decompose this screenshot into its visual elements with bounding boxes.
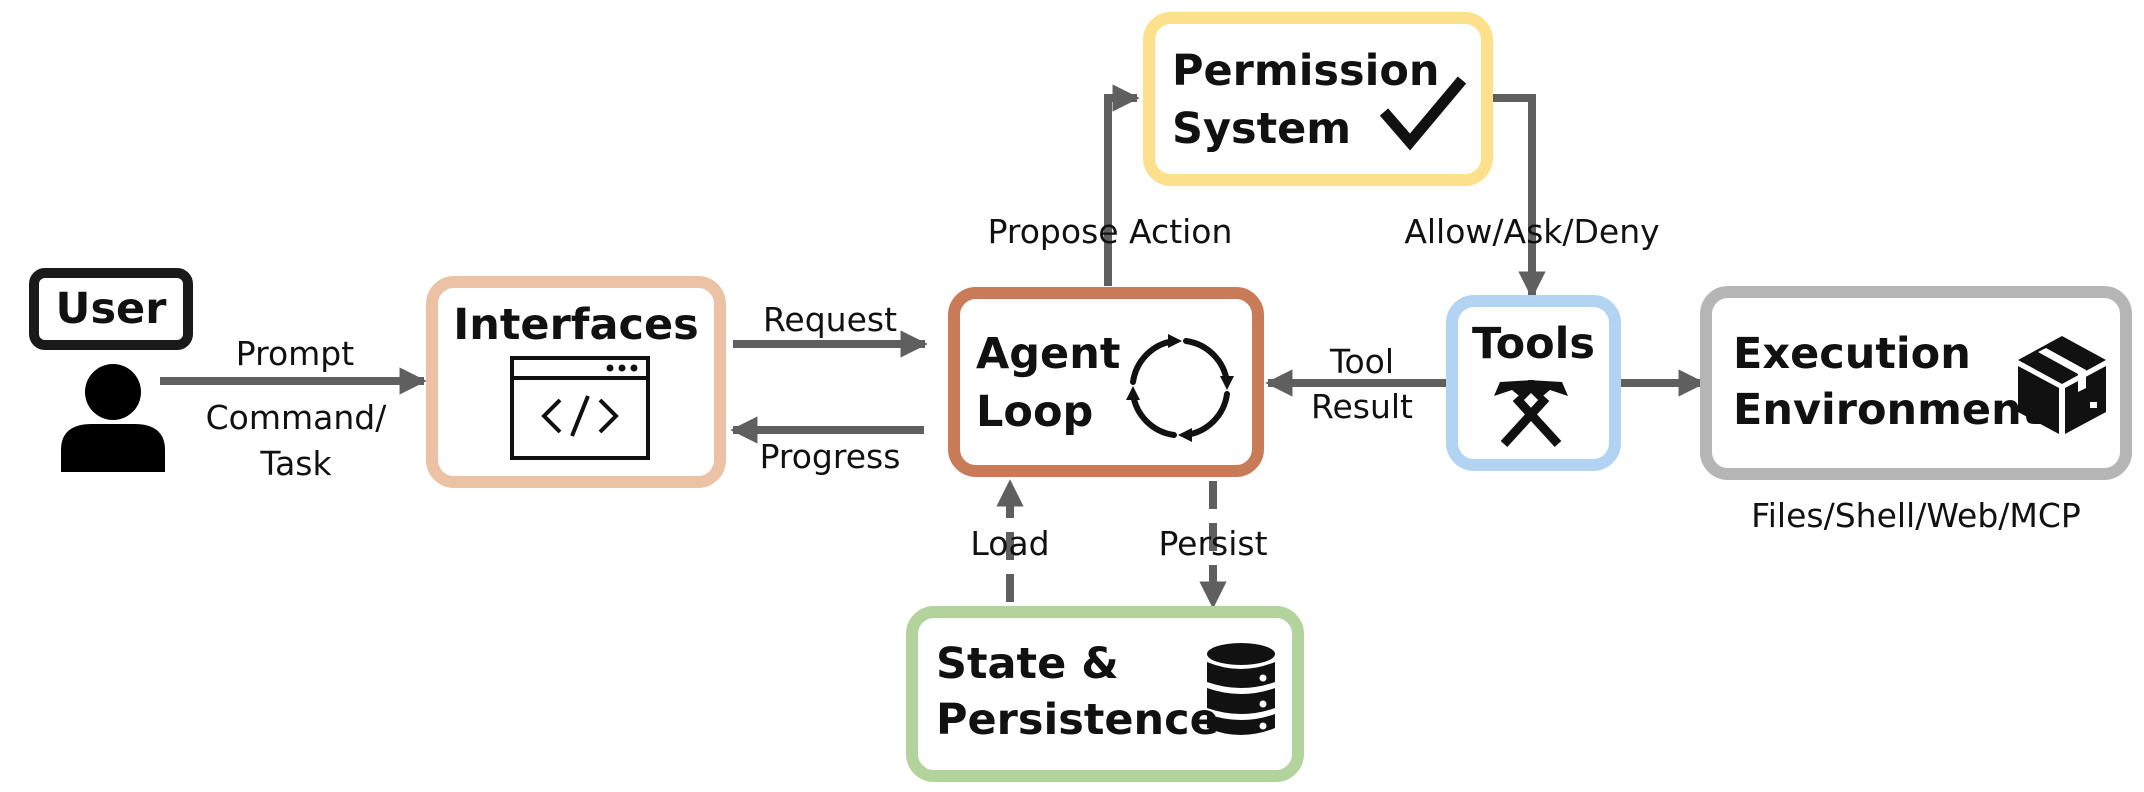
label-tool-line2: Result (1311, 387, 1413, 426)
label-command-line2: Task (260, 444, 332, 483)
permission-title-line1: Permission (1172, 46, 1440, 96)
code-window-icon (510, 356, 650, 460)
permission-title-line2: System (1172, 104, 1352, 154)
interfaces-box (426, 276, 726, 488)
database-icon (1207, 643, 1275, 735)
label-tool-line1: Tool (1329, 342, 1395, 381)
interfaces-title: Interfaces (453, 300, 699, 350)
arrow-permission-to-tools (1491, 94, 1546, 299)
execution-title-line1: Execution (1733, 329, 1971, 379)
person-icon (61, 364, 165, 472)
agent-loop-title-line2: Loop (976, 387, 1094, 437)
tools-title: Tools (1471, 319, 1596, 369)
agent-loop-title-line1: Agent (976, 329, 1121, 379)
refresh-cycle-icon (1126, 334, 1234, 442)
arrow-agent-to-permission (1104, 84, 1140, 286)
label-allow-ask-deny: Allow/Ask/Deny (1404, 212, 1660, 251)
permission-system-box (1143, 12, 1493, 186)
label-progress: Progress (759, 437, 901, 476)
execution-environment-box (1700, 286, 2132, 480)
checkmark-icon (1379, 76, 1467, 151)
state-title-line1: State & (936, 639, 1119, 689)
label-prompt: Prompt (235, 334, 355, 373)
label-persist: Persist (1158, 524, 1268, 563)
label-request: Request (762, 300, 898, 339)
user-title: User (55, 284, 167, 334)
hammer-pick-icon (1494, 380, 1568, 448)
execution-title-line2: Environment (1733, 385, 2043, 435)
agent-loop-box (948, 287, 1264, 477)
label-command-line1: Command/ (205, 398, 387, 437)
label-load: Load (970, 524, 1050, 563)
package-box-icon (2018, 336, 2106, 434)
label-propose-action: Propose Action (987, 212, 1233, 251)
state-title-line2: Persistence (936, 695, 1219, 745)
user-box (29, 268, 193, 350)
execution-caption: Files/Shell/Web/MCP (1751, 496, 2081, 535)
